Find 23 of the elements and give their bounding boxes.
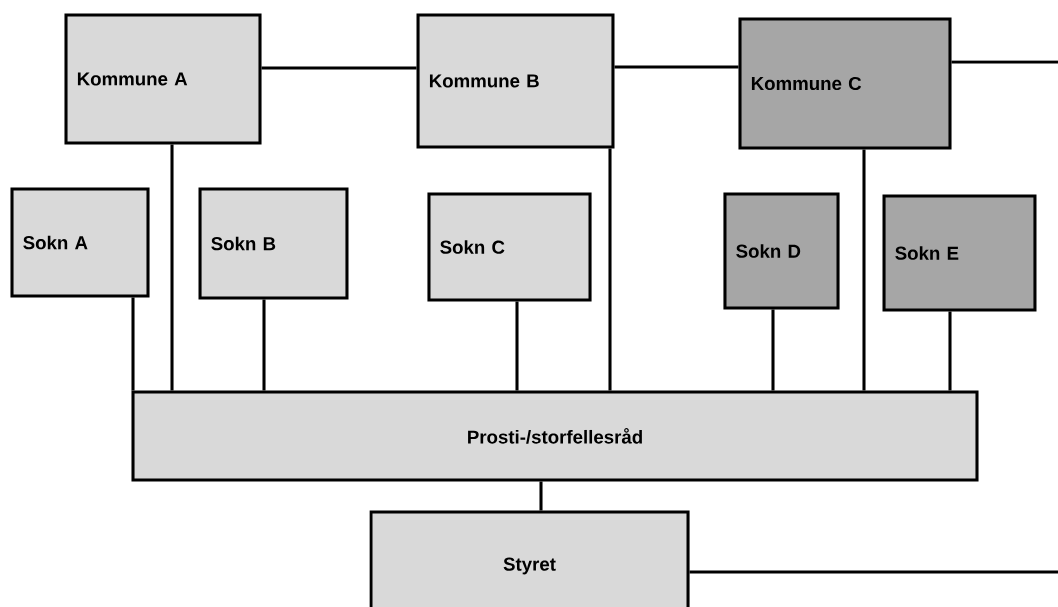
org-box: Kommune A [64, 13, 262, 145]
org-box: Kommune C [738, 17, 952, 150]
org-box: Sokn E [882, 194, 1037, 312]
connector-line [948, 311, 952, 391]
connector-line [689, 570, 1058, 574]
connector-line [170, 144, 174, 391]
connector-line [862, 149, 866, 391]
connector-line [515, 301, 519, 391]
org-box: Sokn B [198, 187, 349, 300]
org-box: Sokn D [723, 192, 840, 310]
connector-line [771, 309, 775, 391]
org-box: Sokn C [427, 192, 592, 302]
connector-line [608, 148, 612, 391]
org-box: Styret [369, 510, 690, 607]
connector-line [131, 297, 135, 391]
connector-line [614, 65, 739, 69]
connector-line [262, 299, 266, 391]
org-box: Sokn A [10, 187, 150, 298]
org-box: Prosti-/storfellesråd [131, 390, 979, 482]
org-box: Kommune B [416, 13, 615, 149]
connector-line [539, 481, 543, 511]
connector-line [261, 66, 417, 70]
connector-line [951, 60, 1058, 64]
